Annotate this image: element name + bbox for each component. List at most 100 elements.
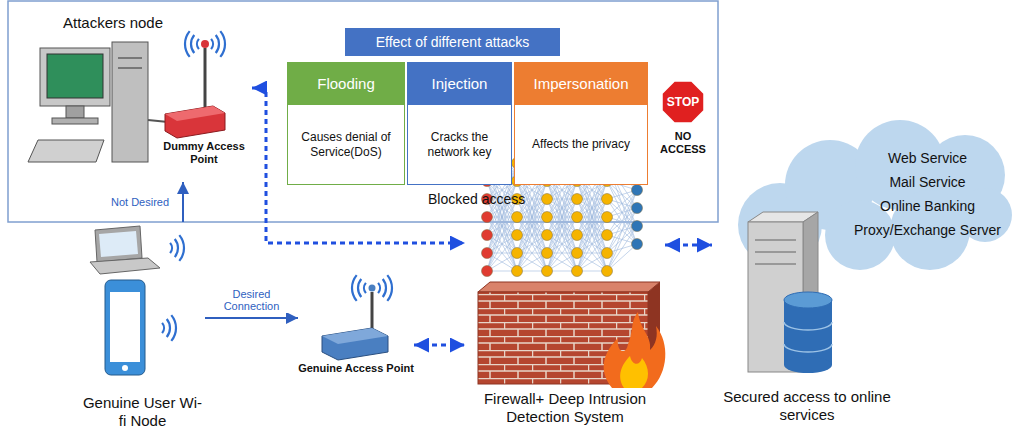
wifi-waves [220, 31, 225, 57]
dummy-access-point-icon [165, 106, 225, 121]
node-text: Effect of different attacks [345, 28, 560, 56]
wifi-waves [378, 283, 380, 293]
phone-icon [110, 292, 140, 362]
server-icon [784, 292, 832, 308]
computer-icon [112, 42, 148, 162]
neural-network-icon [632, 203, 643, 214]
dummy-access-point-icon [204, 48, 207, 108]
attack-header: Flooding [287, 62, 405, 105]
server-icon [755, 239, 796, 241]
firewall-icon [478, 282, 660, 292]
node-text: Impersonation [514, 62, 648, 105]
node-text: Secured access to online services [712, 388, 902, 424]
stop-sign: STOPNO ACCESS [652, 78, 714, 163]
dummy-access-point-icon [201, 40, 209, 48]
laptop-icon [90, 226, 160, 274]
neural-network-icon [542, 248, 553, 259]
node-text: Affects the privacy [515, 105, 647, 184]
node-text: Cracks the network key [408, 105, 511, 184]
connector [205, 317, 298, 319]
firewall-icon [604, 312, 666, 388]
wifi-waves [364, 283, 366, 293]
wifi-waves [216, 35, 219, 53]
genuine-access-point-icon [322, 328, 388, 360]
server-icon [748, 212, 832, 373]
neural-network-icon [607, 244, 637, 271]
neural-network-icon [572, 248, 583, 259]
wifi-waves [383, 279, 386, 297]
phone-icon [105, 280, 145, 375]
cloud-services: Web ServiceMail ServiceOnline BankingPro… [845, 150, 1010, 250]
computer-icon [28, 42, 168, 162]
dummy-access-point-icon [165, 106, 225, 138]
server-icon [755, 263, 796, 265]
region-label: Blocked access [428, 191, 525, 208]
attack-panel [8, 1, 718, 222]
wifi-waves [358, 279, 361, 297]
edge-label: Desired Connection [216, 288, 288, 313]
wifi-waves [387, 275, 392, 301]
neural-network-icon [482, 266, 493, 277]
neural-network-icon [632, 221, 643, 232]
neural-network-icon [512, 266, 523, 277]
attack-effect: Affects the privacy [514, 104, 648, 185]
neural-network-icon [602, 230, 613, 241]
laptop-icon [99, 231, 138, 257]
firewall-icon [478, 282, 665, 388]
neural-network-icon [487, 217, 517, 271]
connector [414, 344, 465, 347]
neural-network-icon [602, 248, 613, 259]
node-text: Flooding [287, 62, 405, 105]
attack-effects-table: Effect of different attacksFloodingInjec… [285, 28, 650, 185]
attack-header: Injection [407, 62, 512, 105]
server-icon [784, 344, 832, 352]
connector [182, 182, 184, 222]
neural-network-icon [572, 230, 583, 241]
neural-network-icon [512, 230, 523, 241]
dummy-access-point-icon [165, 40, 225, 138]
neural-network-icon [482, 230, 493, 241]
connector [665, 244, 712, 247]
neural-network-icon [602, 266, 613, 277]
neural-network-icon [482, 212, 493, 223]
node-subtext: Online Banking [845, 198, 1010, 215]
neural-network-icon [512, 248, 523, 259]
genuine-access-point-icon [369, 285, 376, 292]
node-subtext: Proxy/Exchange Server [845, 222, 1010, 239]
neural-network-icon [572, 266, 583, 277]
wifi-waves [171, 315, 176, 341]
attack-effect: Causes denial of Service(DoS) [287, 104, 405, 185]
genuine-access-point-icon [371, 292, 374, 332]
computer-icon [66, 106, 84, 118]
node-text: Attackers node [63, 14, 203, 32]
firewall-icon [620, 356, 648, 388]
node-subtext: NO ACCESS [652, 130, 714, 156]
server-icon [784, 322, 832, 330]
neural-network-icon [577, 217, 607, 271]
user-node: Genuine User Wi-fi Node [80, 222, 205, 440]
neural-network-icon [632, 185, 643, 196]
neural-network-icon [542, 230, 553, 241]
server-node: Secured access to online services [712, 212, 902, 432]
wifi-waves [170, 243, 172, 253]
neural-network-icon [547, 181, 577, 271]
computer-icon [52, 118, 98, 124]
neural-network-icon [572, 212, 583, 223]
node-text: Genuine User Wi-fi Node [80, 394, 205, 430]
server-icon [784, 357, 832, 373]
node-subtext: Mail Service [845, 174, 1010, 191]
wifi-waves [175, 239, 178, 257]
computer-icon [28, 140, 104, 162]
attacker-node: Attackers nodeDummy Access Point [28, 12, 252, 182]
neural-network-icon [517, 217, 547, 271]
wifi-waves [191, 35, 194, 53]
neural-network-icon [602, 194, 613, 205]
attack-effect: Cracks the network key [407, 104, 512, 185]
node-text: Injection [407, 62, 512, 105]
neural-network-icon [542, 212, 553, 223]
phone-icon [105, 280, 145, 375]
server-icon [784, 300, 832, 365]
genuine-access-point-icon [322, 285, 388, 361]
laptop-icon [95, 226, 142, 262]
